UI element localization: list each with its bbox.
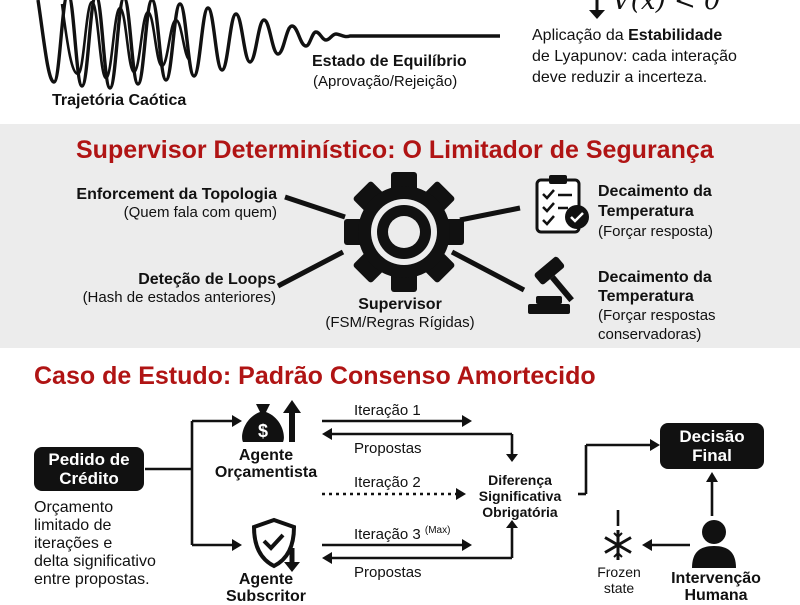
supervisor-section-title: Supervisor Determinístico: O Limitador d…: [76, 136, 714, 164]
iteration-3-max: (Max): [424, 525, 451, 536]
loops-title: Deteção de Loops: [138, 271, 276, 288]
difference-2: Significativa: [478, 488, 562, 504]
frozen-1: Frozen: [597, 564, 641, 580]
frozen-2: state: [603, 580, 635, 596]
lyapunov-line3: deve reduzir a incerteza.: [532, 69, 708, 86]
agent-budget-1: Agente: [238, 447, 294, 464]
case-arrowheads: [232, 415, 718, 564]
equilibrium-sub: (Aprovação/Rejeição): [313, 73, 458, 90]
supervisor-center-title: Supervisor: [358, 296, 442, 313]
lyapunov-text: Aplicação da Estabilidade de Lyapunov: c…: [532, 25, 737, 88]
checklist-icon: [535, 175, 589, 234]
lyapunov-pre: Aplicação da: [532, 27, 629, 44]
human-1: Intervenção: [671, 570, 761, 587]
gavel-icon: [528, 256, 574, 314]
snowflake-icon: [604, 530, 632, 560]
money-bag-icon: $: [242, 400, 301, 442]
frozen-state-label: Frozen state: [588, 564, 650, 596]
human-intervention-label: Intervenção Humana: [656, 570, 776, 604]
lyapunov-bold: Estabilidade: [628, 27, 723, 44]
person-icon: [692, 520, 736, 568]
svg-text:$: $: [258, 421, 268, 441]
chaotic-trajectory-wave: [36, 0, 500, 90]
proposals-1-label: Propostas: [354, 440, 422, 457]
decay1-sub: (Forçar resposta): [598, 223, 714, 240]
agent-budget-2: Orçamentista: [214, 464, 318, 481]
budget-note-5: entre propostas.: [34, 571, 150, 588]
case-connectors: [145, 419, 714, 560]
credit-request-line2: Crédito: [59, 469, 119, 488]
shield-check-icon: [251, 517, 300, 572]
chaotic-trajectory-wave-2: [60, 0, 192, 80]
agent-underwriter-1: Agente: [238, 571, 294, 588]
agent-budget-label: Agente Orçamentista: [206, 447, 326, 481]
difference-1: Diferença: [488, 472, 552, 488]
decay2-block: Decaimento da Temperatura (Forçar respos…: [598, 268, 716, 344]
budget-note: Orçamento limitado de iterações e delta …: [34, 499, 156, 589]
decay2-title-2: Temperatura: [598, 288, 694, 305]
iteration-3-text: Iteração 3: [354, 526, 421, 543]
final-decision-2: Final: [692, 446, 732, 465]
budget-note-1: Orçamento: [34, 499, 114, 516]
budget-note-3: iterações e: [34, 535, 113, 552]
down-arrow-icon: [589, 0, 605, 19]
budget-note-4: delta significativo: [34, 553, 156, 570]
loops-sub: (Hash de estados anteriores): [82, 289, 276, 306]
difference-label: Diferença Significativa Obrigatória: [462, 472, 578, 520]
decay2-sub-1: (Forçar respostas: [598, 307, 716, 324]
difference-3: Obrigatória: [482, 504, 558, 520]
case-section-title: Caso de Estudo: Padrão Consenso Amorteci…: [34, 362, 596, 390]
decay2-sub-2: conservadoras): [598, 326, 702, 343]
agent-underwriter-2: Subscritor: [225, 588, 306, 605]
supervisor-center-block: Supervisor (FSM/Regras Rígidas): [300, 296, 500, 331]
topology-sub: (Quem fala com quem): [123, 204, 277, 221]
iteration-3-label: Iteração 3 (Max): [354, 525, 450, 543]
proposals-2-label: Propostas: [354, 564, 422, 581]
equilibrium-title: Estado de Equilíbrio: [312, 53, 467, 70]
iteration-2-label: Iteração 2: [354, 474, 421, 491]
decay1-block: Decaimento da Temperatura (Forçar respos…: [598, 182, 713, 242]
gear-icon: [344, 172, 464, 292]
supervisor-center-sub: (FSM/Regras Rígidas): [325, 314, 475, 331]
topology-title: Enforcement da Topologia: [76, 186, 277, 203]
human-2: Humana: [684, 587, 748, 604]
chaos-label: Trajetória Caótica: [52, 92, 187, 109]
decay1-title-2: Temperatura: [598, 203, 694, 220]
lyapunov-formula: V(x) < 0: [612, 0, 721, 16]
loops-block: Deteção de Loops (Hash de estados anteri…: [40, 271, 276, 306]
iteration-1-label: Iteração 1: [354, 402, 421, 419]
decay1-title-1: Decaimento da: [598, 183, 712, 200]
supervisor-connectors: [276, 194, 526, 293]
lyapunov-line2: de Lyapunov: cada interação: [532, 48, 737, 65]
final-decision-1: Decisão: [679, 427, 745, 446]
topology-block: Enforcement da Topologia (Quem fala com …: [47, 186, 277, 221]
credit-request-line1: Pedido de: [48, 450, 130, 469]
budget-note-2: limitado de: [34, 517, 112, 534]
decay2-title-1: Decaimento da: [598, 269, 712, 286]
